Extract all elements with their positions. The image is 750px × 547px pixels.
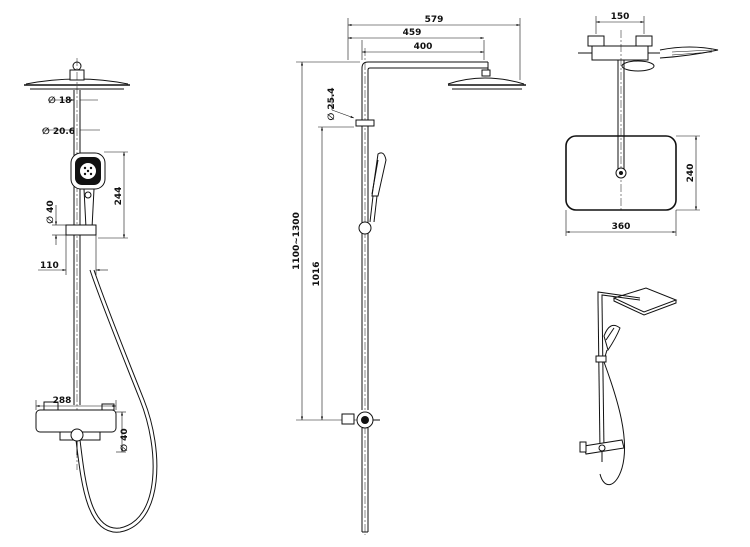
hand-shower-side bbox=[70, 152, 106, 229]
dim-diameter-holder: ∅ 40 bbox=[46, 200, 56, 223]
dim-diameter-pipe: ∅ 18 bbox=[48, 96, 71, 106]
dim-height-range: 1100~1300 bbox=[292, 212, 302, 270]
dim-arm-total: 579 bbox=[425, 15, 444, 25]
dim-holder-offset: 110 bbox=[40, 261, 59, 271]
clamp-front bbox=[355, 119, 375, 127]
hose-side bbox=[79, 269, 154, 529]
dim-handset-height: 244 bbox=[114, 187, 124, 206]
dim-valve-spacing: 150 bbox=[611, 12, 630, 22]
riser-pipe-front bbox=[361, 48, 369, 535]
dim-diameter-pipe-lower: ∅ 20.6 bbox=[42, 127, 75, 137]
dim-head-width: 360 bbox=[612, 222, 631, 232]
dim-head-depth: 240 bbox=[686, 164, 696, 183]
shower-head-iso bbox=[612, 287, 678, 313]
dim-diameter-valve: ∅ 40 bbox=[120, 428, 130, 451]
hand-shower-front bbox=[369, 152, 387, 223]
shower-arm-front bbox=[361, 61, 491, 80]
mixer-valve-front bbox=[341, 411, 380, 533]
isometric-view bbox=[579, 287, 678, 485]
mixer-valve-side bbox=[35, 401, 117, 455]
riser-pipe-side bbox=[73, 58, 81, 470]
hand-shower-iso bbox=[603, 324, 621, 352]
top-view: 150 240 360 bbox=[565, 12, 719, 236]
dim-valve-width: 288 bbox=[53, 396, 72, 406]
holder-side bbox=[65, 224, 97, 236]
side-view: ∅ 18 ∅ 20.6 244 ∅ 40 bbox=[24, 58, 158, 533]
dim-arm-inner: 400 bbox=[414, 42, 433, 52]
mixer-valve-top bbox=[578, 35, 719, 72]
front-view: 579 459 400 ∅ 25.4 1100~1300 1016 bbox=[292, 15, 526, 535]
hose-iso bbox=[599, 361, 625, 485]
mixer-valve-iso bbox=[579, 439, 625, 462]
dim-diameter-tube: ∅ 25.4 bbox=[327, 87, 337, 120]
dim-arm-mid: 459 bbox=[403, 28, 422, 38]
shower-head-top bbox=[565, 135, 677, 211]
shower-head-front bbox=[447, 77, 526, 90]
holder-front bbox=[358, 221, 372, 235]
dim-height-valve: 1016 bbox=[312, 261, 322, 286]
